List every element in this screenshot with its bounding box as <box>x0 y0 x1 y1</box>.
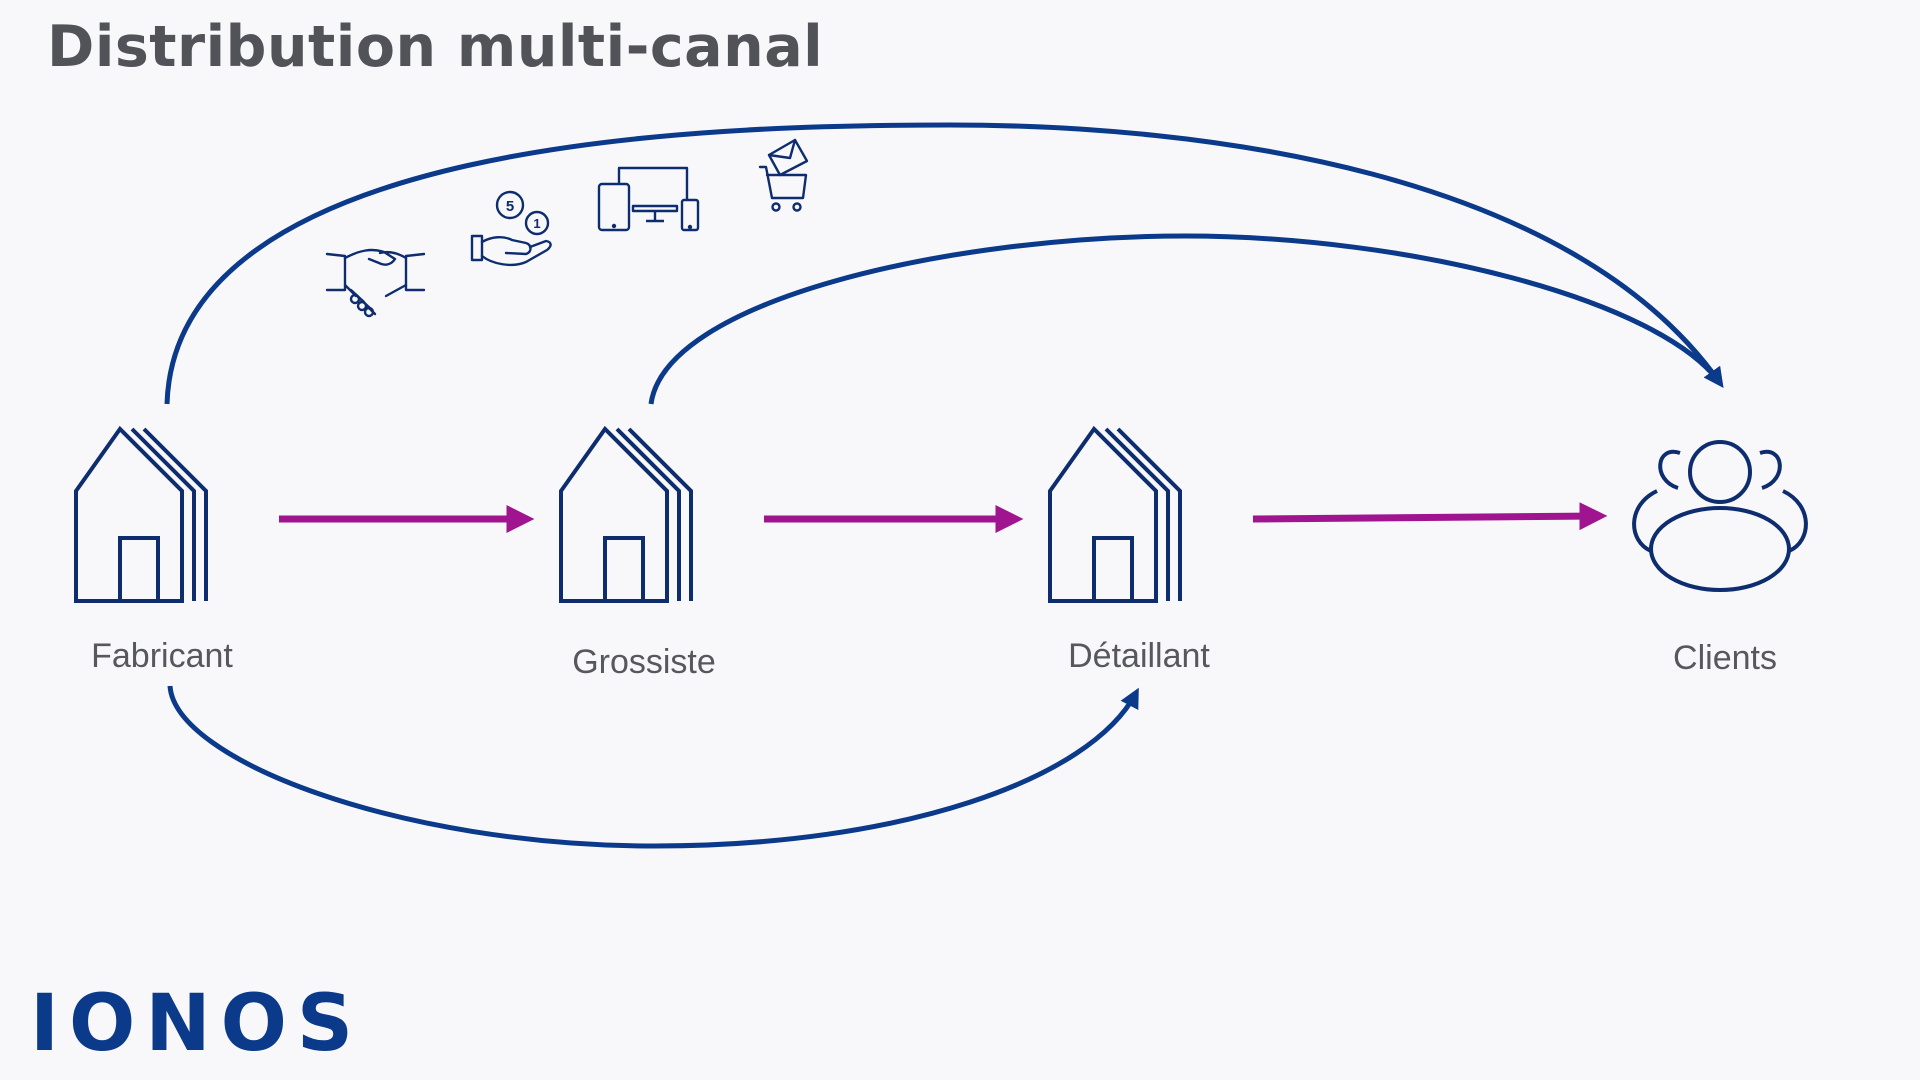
house-stack-icon-detaillant <box>1048 427 1182 603</box>
shopping-cart-mail-icon <box>758 138 809 212</box>
coins-hand-icon <box>470 190 552 267</box>
node-label-grossiste: Grossiste <box>572 643 716 681</box>
arc-fabricant-clients <box>164 122 1724 405</box>
arc-fabricant-detaillant <box>167 685 1139 849</box>
devices-icon <box>597 166 700 232</box>
coin-five: 5 <box>506 198 514 215</box>
page-title: Distribution multi-canal <box>47 14 824 80</box>
ionos-logo: IONOS <box>30 979 363 1069</box>
handshake-icon <box>325 248 426 318</box>
node-label-fabricant: Fabricant <box>91 637 233 675</box>
coin-one: 1 <box>533 216 540 231</box>
node-label-detaillant: Détaillant <box>1068 637 1210 675</box>
node-label-clients: Clients <box>1673 639 1777 677</box>
house-stack-icon-fabricant <box>74 427 208 603</box>
arrow-detaillant-clients <box>1252 502 1608 531</box>
house-stack-icon-grossiste <box>559 427 693 603</box>
users-group-icon <box>1632 440 1808 592</box>
arc-grossiste-clients <box>648 233 1724 405</box>
